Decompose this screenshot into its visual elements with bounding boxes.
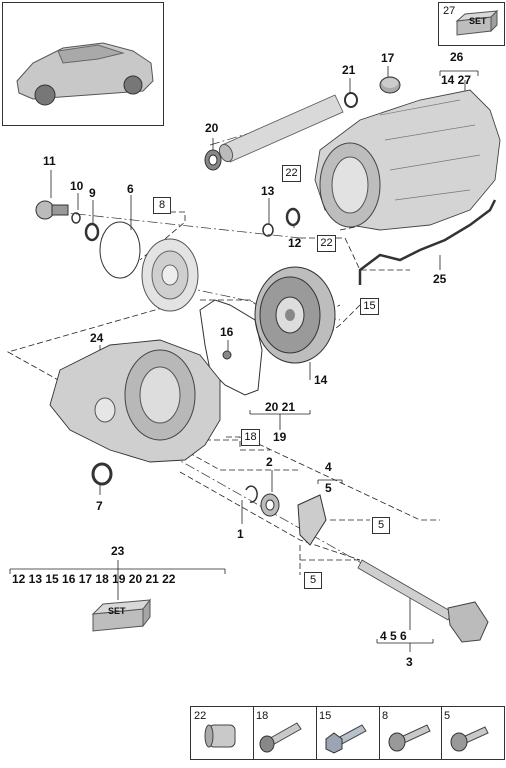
- callout-25: 25: [433, 272, 447, 286]
- gasket: [199, 299, 263, 396]
- set-box-icon-23: [91, 598, 152, 632]
- callout-13: 13: [261, 184, 275, 198]
- long-bolt-icon: [259, 722, 302, 753]
- callout-20: 20: [205, 121, 219, 135]
- callout-24: 24: [90, 331, 104, 345]
- callout-11: 11: [43, 154, 56, 168]
- ref-box-8: 8: [153, 197, 171, 214]
- seal-9: [84, 222, 100, 242]
- set-box-27: 27 SET: [438, 2, 505, 46]
- group-19-items: 20 21: [265, 400, 296, 414]
- group-26-items: 14 27: [441, 73, 472, 87]
- hex-bolt-icon: [325, 724, 367, 754]
- group-23-items: 12 13 15 16 17 18 19 20 21 22: [12, 572, 176, 586]
- transmission-assembly: [314, 89, 501, 231]
- legend-cell-18: 18: [253, 707, 317, 759]
- clutch-pack: [141, 238, 199, 312]
- legend-cell-15: 15: [316, 707, 380, 759]
- vehicle-thumbnail: [2, 2, 164, 126]
- ref-box-5-lower: 5: [304, 572, 322, 589]
- callout-4: 4: [325, 460, 332, 474]
- short-bolt-icon: [450, 726, 489, 752]
- legend-cell-22: 22: [191, 707, 254, 759]
- car-icon: [16, 42, 154, 106]
- cable-harness: [358, 199, 497, 285]
- set-box-number: 27: [443, 5, 456, 17]
- flange-11: [35, 200, 69, 220]
- legend-cell-5: 5: [441, 707, 504, 759]
- plug-16: [222, 350, 232, 360]
- ref-box-22-bottom: 22: [317, 235, 336, 252]
- legend-num-5: 5: [444, 710, 451, 722]
- group-4-items: 5: [325, 481, 332, 495]
- legend-num-18: 18: [256, 710, 269, 722]
- callout-9: 9: [89, 186, 96, 200]
- seal-12: [285, 207, 301, 227]
- callout-21: 21: [342, 63, 356, 77]
- sleeve-icon: [204, 724, 236, 748]
- ref-box-5-right: 5: [372, 517, 390, 534]
- group-3-items: 4 5 6: [380, 629, 407, 643]
- converter-14: [254, 266, 336, 364]
- mount-bracket: [297, 494, 327, 546]
- cap-17: [379, 76, 401, 94]
- legend-num-8: 8: [382, 710, 389, 722]
- callout-6: 6: [127, 182, 134, 196]
- set-label-23: SET: [108, 606, 126, 616]
- callout-26: 26: [450, 50, 464, 64]
- bearing-2: [260, 493, 280, 517]
- legend-cell-8: 8: [379, 707, 442, 759]
- drive-shaft: [357, 559, 489, 643]
- callout-3: 3: [406, 655, 413, 669]
- ref-box-15: 15: [360, 298, 379, 315]
- callout-12: 12: [288, 236, 302, 250]
- callout-2: 2: [266, 455, 273, 469]
- callout-19: 19: [273, 430, 287, 444]
- set-label: SET: [469, 16, 487, 26]
- oring-6: [99, 221, 141, 279]
- circlip-1: [245, 485, 258, 503]
- callout-7: 7: [96, 499, 103, 513]
- callout-16: 16: [220, 325, 234, 339]
- clip-10: [71, 212, 81, 224]
- ref-box-18: 18: [241, 429, 260, 446]
- housing-24: [49, 339, 221, 463]
- seal-7: [91, 462, 113, 486]
- seal-ring-20: [204, 149, 222, 171]
- callout-23: 23: [111, 544, 125, 558]
- callout-1: 1: [237, 527, 244, 541]
- clip-13: [262, 223, 274, 237]
- legend-num-15: 15: [319, 710, 332, 722]
- set-icon: [455, 9, 499, 36]
- ref-box-22-top: 22: [282, 165, 301, 182]
- callout-10: 10: [70, 179, 84, 193]
- callout-17: 17: [381, 51, 395, 65]
- fastener-legend: 22 18 15 8 5: [190, 706, 505, 760]
- callout-14: 14: [314, 373, 328, 387]
- collar-bolt-icon: [388, 724, 431, 752]
- legend-num-22: 22: [194, 710, 207, 722]
- seal-ring-21: [344, 92, 358, 108]
- tube-shaft: [218, 94, 344, 163]
